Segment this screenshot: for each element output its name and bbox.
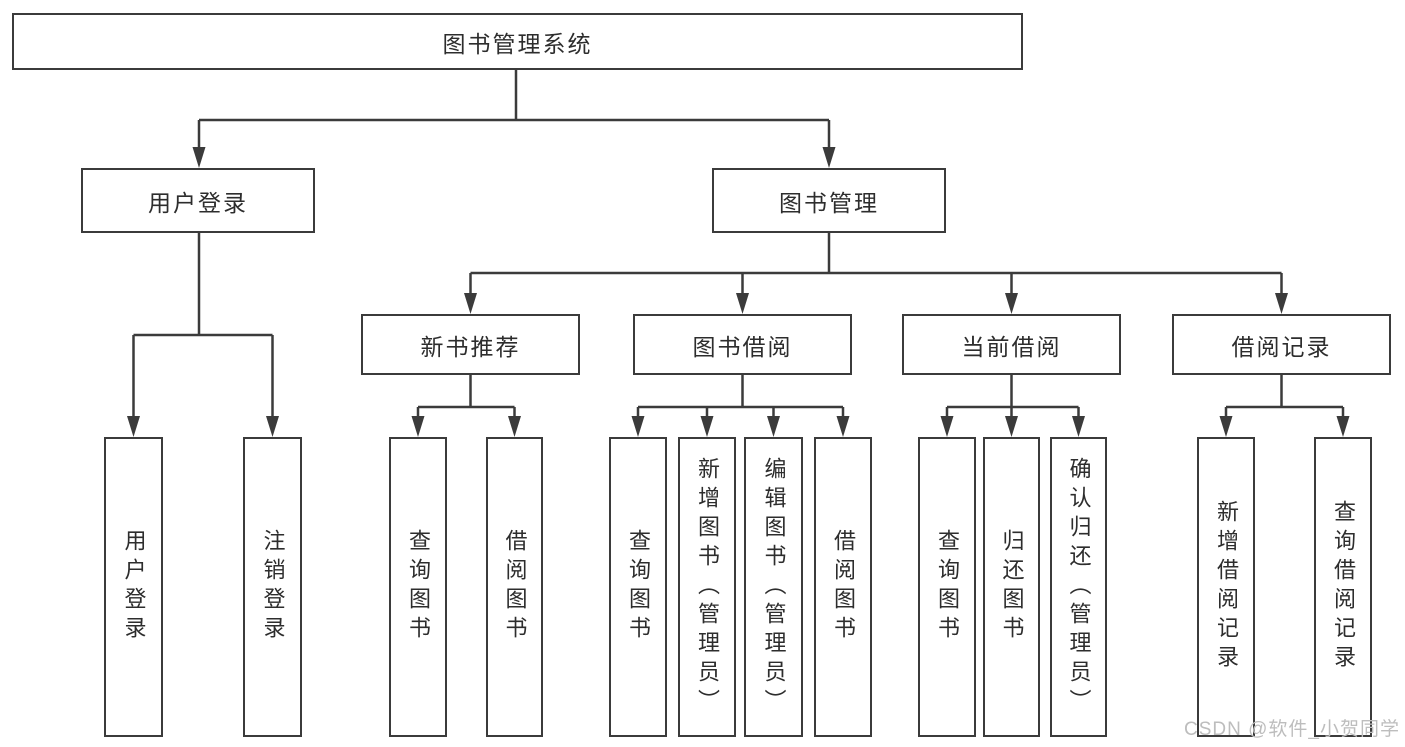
csdn-watermark: CSDN @软件_小贺同学 [1184,719,1400,740]
node-root: 图书管理系统 [12,13,1023,70]
connector-root-to-level2 [197,70,831,152]
connector-borrow-records-to-children [1224,375,1345,421]
node-borrow-records: 借阅记录 [1172,314,1391,375]
leaf-query-books-borrow: 查询图书 [609,437,667,737]
node-book-management: 图书管理 [712,168,946,233]
leaf-edit-books-admin: 编辑图书（管理员） [744,437,803,737]
node-root-label: 图书管理系统 [442,30,593,57]
node-user-login-label: 用户登录 [148,189,248,216]
leaf-query-borrow-record: 查询借阅记录 [1314,437,1372,737]
leaf-user-login: 用户登录 [104,437,163,737]
node-current-borrow-label: 当前借阅 [961,333,1062,360]
leaf-add-books-admin: 新增图书（管理员） [678,437,736,737]
node-book-management-label: 图书管理 [779,189,879,216]
leaf-query-books-current: 查询图书 [918,437,976,737]
leaf-query-books-recommend-label: 查询图书 [406,529,431,645]
leaf-add-borrow-record: 新增借阅记录 [1197,437,1255,737]
connector-current-borrow-to-children [945,375,1080,421]
leaf-confirm-return-admin: 确认归还（管理员） [1050,437,1107,737]
leaf-query-books-current-label: 查询图书 [935,529,960,645]
leaf-return-books: 归还图书 [983,437,1040,737]
connector-new-book-recommend-to-children [416,375,516,421]
leaf-borrow-books-recommend: 借阅图书 [486,437,543,737]
leaf-add-books-admin-label: 新增图书（管理员） [695,456,720,718]
node-book-borrow: 图书借阅 [633,314,852,375]
connector-user-login-to-children [132,233,274,421]
node-user-login: 用户登录 [81,168,315,233]
leaf-query-books-borrow-label: 查询图书 [626,529,651,645]
leaf-borrow-books-label: 借阅图书 [831,529,856,645]
connector-book-management-to-children [469,233,1283,298]
leaf-confirm-return-admin-label: 确认归还（管理员） [1066,456,1092,718]
leaf-edit-books-admin-label: 编辑图书（管理员） [761,456,787,718]
node-new-book-recommend: 新书推荐 [361,314,580,375]
leaf-add-borrow-record-label: 新增借阅记录 [1214,500,1239,674]
connector-book-borrow-to-children [636,375,845,421]
node-current-borrow: 当前借阅 [902,314,1121,375]
leaf-logout: 注销登录 [243,437,302,737]
leaf-return-books-label: 归还图书 [999,529,1025,645]
leaf-borrow-books: 借阅图书 [814,437,872,737]
leaf-query-books-recommend: 查询图书 [389,437,447,737]
leaf-logout-label: 注销登录 [260,529,286,645]
leaf-user-login-label: 用户登录 [121,529,147,645]
leaf-query-borrow-record-label: 查询借阅记录 [1331,500,1356,674]
node-new-book-recommend-label: 新书推荐 [420,333,521,360]
node-book-borrow-label: 图书借阅 [692,333,793,360]
node-borrow-records-label: 借阅记录 [1231,333,1332,360]
leaf-borrow-books-recommend-label: 借阅图书 [502,529,528,645]
